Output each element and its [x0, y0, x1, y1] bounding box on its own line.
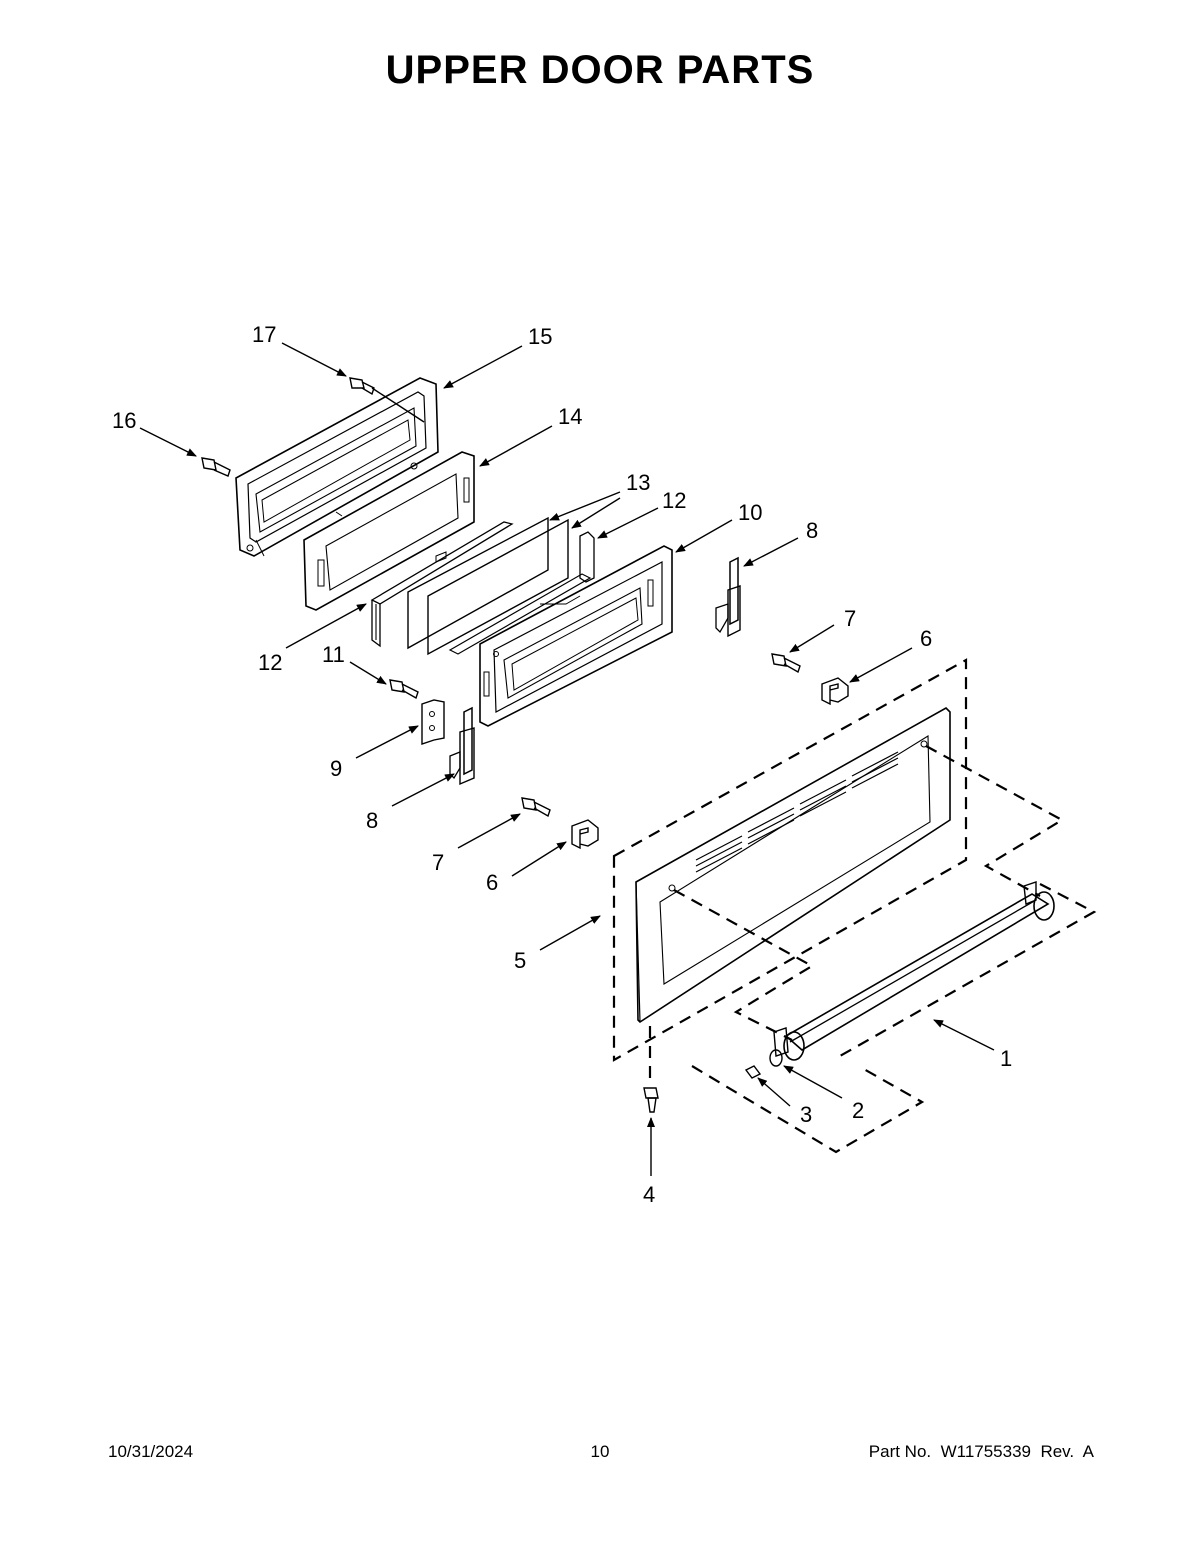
callout-6-right: 6 — [920, 626, 932, 651]
page-title: UPPER DOOR PARTS — [385, 48, 815, 92]
door-glass-part — [407, 516, 569, 656]
callout-4: 4 — [643, 1182, 655, 1207]
callout-3: 3 — [800, 1102, 812, 1127]
leader-arrows — [139, 342, 995, 1176]
handle-spacer-part-2 — [769, 1049, 783, 1067]
callout-7-right: 7 — [844, 606, 856, 631]
callout-14: 14 — [558, 404, 582, 429]
callout-6-left: 6 — [486, 870, 498, 895]
callout-17: 17 — [252, 322, 276, 347]
screw-part-11 — [389, 679, 419, 700]
footer-page-number: 10 — [590, 1442, 610, 1461]
door-hinge-right-part — [715, 556, 741, 638]
callout-7-left: 7 — [432, 850, 444, 875]
handle-screw-part-3 — [744, 1065, 762, 1079]
callout-12-right: 12 — [662, 488, 686, 513]
screw-part-7-upper — [771, 653, 801, 674]
screw-part-4 — [643, 1087, 659, 1113]
callout-13: 13 — [626, 470, 650, 495]
inner-door-liner-part — [235, 377, 439, 557]
clip-part-6-upper — [821, 677, 849, 706]
callout-10: 10 — [738, 500, 762, 525]
glass-clip-right-part — [448, 531, 595, 655]
inner-door-panel-part — [303, 451, 475, 611]
callout-8-left: 8 — [366, 808, 378, 833]
assembly-dashed-lines — [648, 745, 1097, 1154]
glass-clip-left-part — [370, 521, 514, 648]
footer-date: 10/31/2024 — [108, 1442, 194, 1461]
callout-11: 11 — [322, 642, 345, 667]
callout-16: 16 — [112, 408, 136, 433]
callout-2: 2 — [852, 1098, 864, 1123]
clip-part-6-lower — [571, 819, 599, 850]
footer-part-number: Part No. W11755339 Rev. A — [868, 1442, 1094, 1461]
hinge-receptacle-part — [421, 699, 445, 745]
door-frame-part — [479, 545, 673, 727]
callout-15: 15 — [528, 324, 552, 349]
screw-part-16 — [201, 457, 231, 477]
callout-8-right: 8 — [806, 518, 818, 543]
outer-door-panel-part — [612, 658, 968, 1062]
screw-part-17 — [349, 377, 375, 396]
callout-9: 9 — [330, 756, 342, 781]
callout-12-left: 12 — [258, 650, 282, 675]
door-handle-part — [773, 881, 1055, 1061]
callout-1: 1 — [1000, 1046, 1012, 1071]
callout-5: 5 — [514, 948, 526, 973]
door-hinge-left-part — [449, 706, 475, 786]
screw-part-7-lower — [521, 797, 551, 818]
